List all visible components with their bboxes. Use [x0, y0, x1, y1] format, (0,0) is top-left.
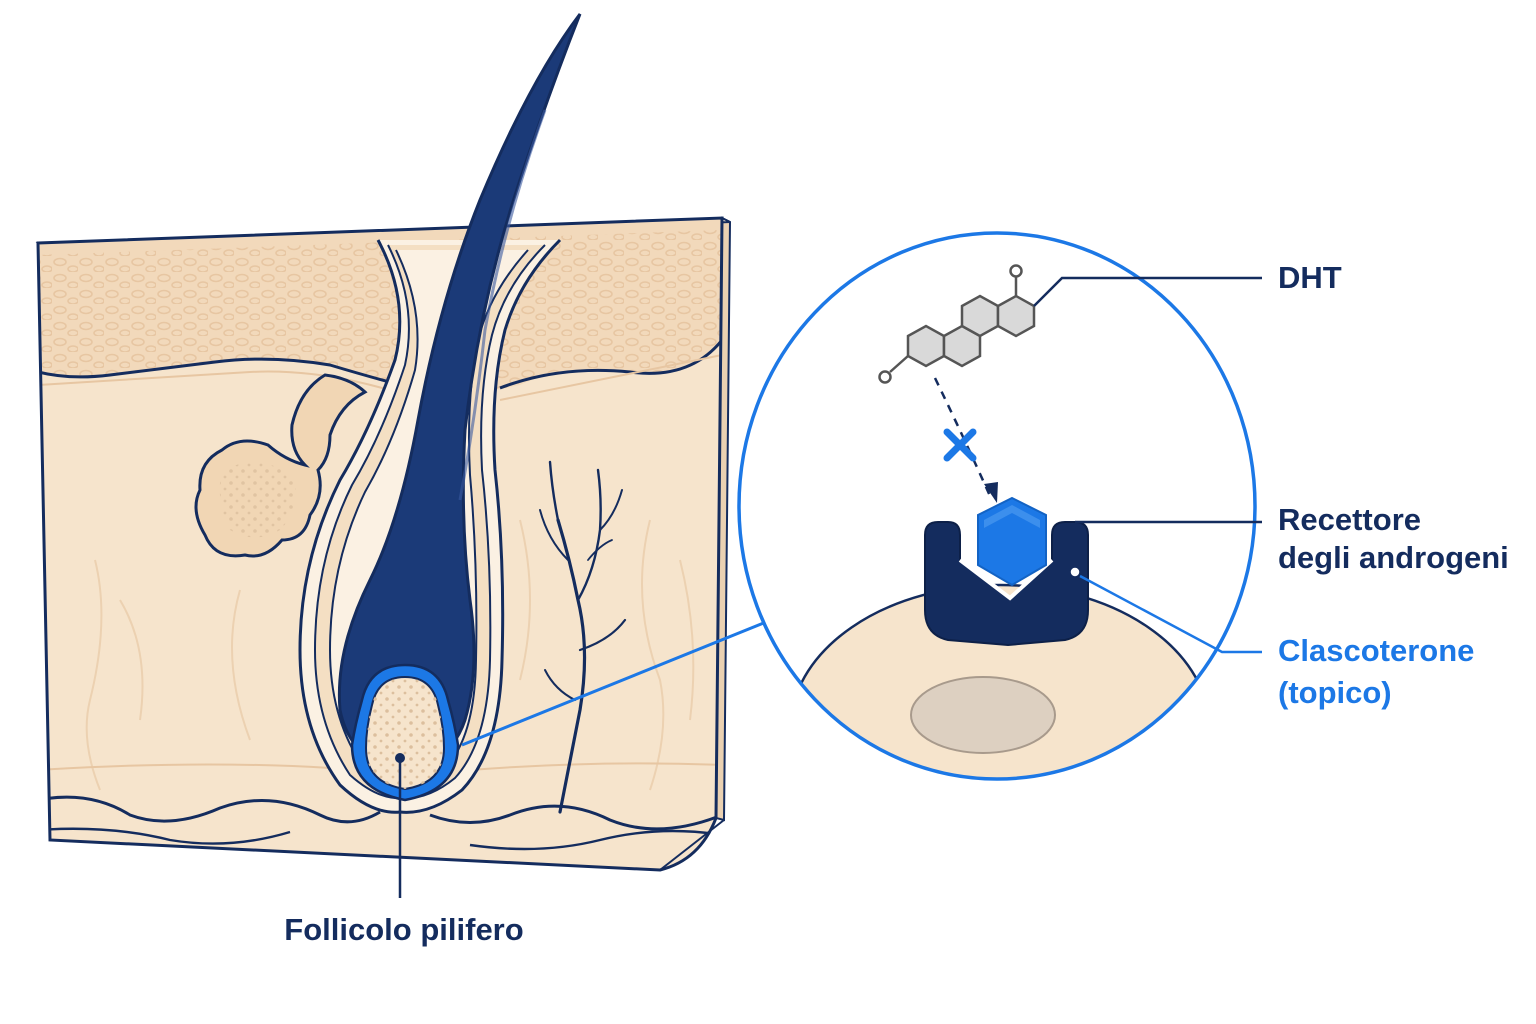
follicle-label: Follicolo pilifero: [284, 912, 523, 947]
dht-leader-line: [1033, 276, 1262, 307]
drug-leader-line: [1079, 574, 1262, 654]
dht-label: DHT: [1278, 260, 1342, 295]
receptor-label-line1: Recettore: [1278, 502, 1421, 537]
drug-label-line1: Clascoterone: [1278, 633, 1474, 668]
steroid-molecule-icon: [878, 264, 1036, 384]
receptor-icon: [924, 521, 1089, 647]
cell-nucleus: [910, 676, 1056, 754]
x-icon: [943, 428, 977, 462]
blood-vessel-tree: [539, 460, 627, 814]
drug-label-line2: (topico): [1278, 675, 1392, 710]
zoom-connector-lower: [461, 620, 767, 747]
zoom-inset: [737, 231, 1257, 781]
zoom-circle-outline: [737, 231, 1257, 781]
dermal-papilla: [350, 663, 460, 802]
sebaceous-gland: [194, 373, 368, 558]
skin-cross-section: [35, 13, 732, 898]
blood-vessel-bottom: [38, 795, 381, 824]
receptor-label-line2: degli androgeni: [1278, 540, 1509, 575]
